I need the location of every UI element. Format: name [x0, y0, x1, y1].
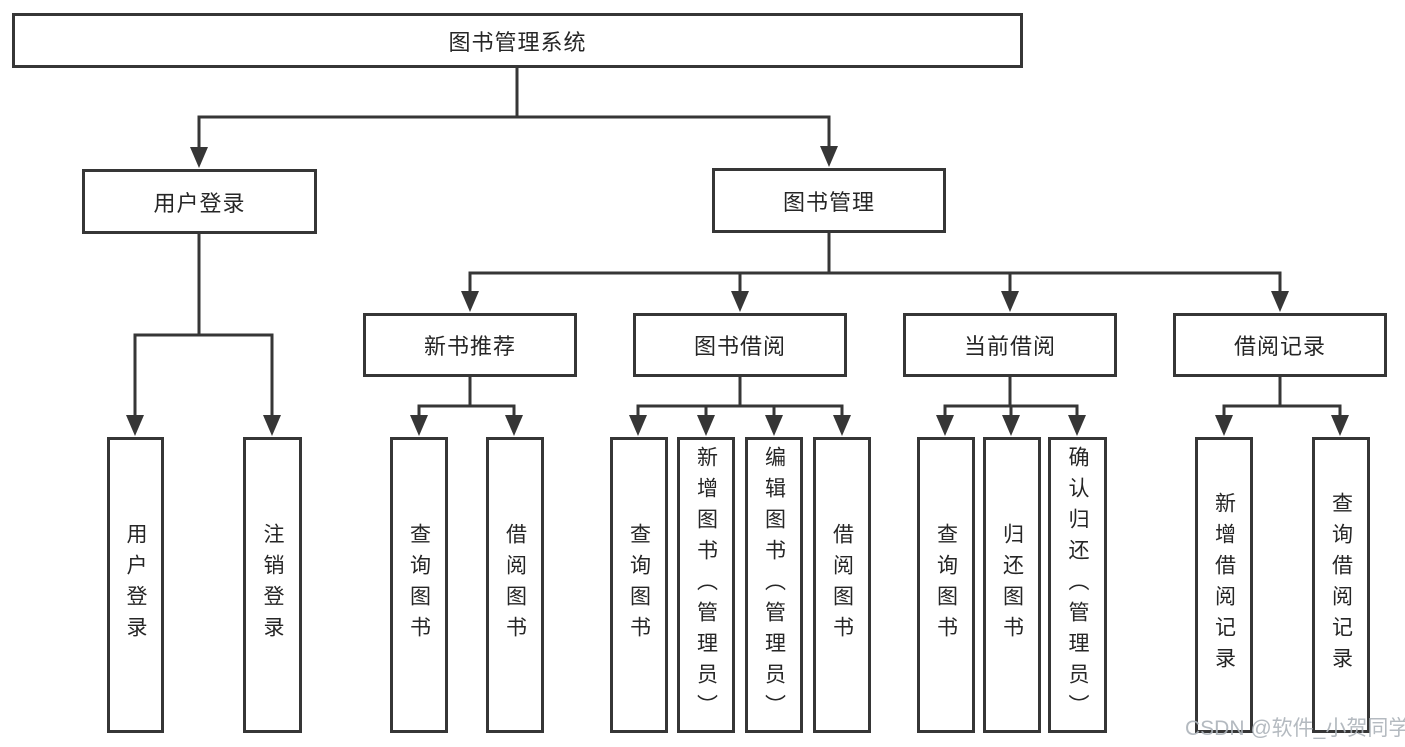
node-leaf-query-books-3-label: 查询图书	[934, 523, 958, 647]
node-new-book-recommend-label: 新书推荐	[423, 334, 516, 359]
node-book-borrowing: 图书借阅	[633, 313, 847, 377]
node-user-login: 用户登录	[82, 169, 317, 234]
node-leaf-return-books: 归还图书	[983, 437, 1041, 733]
node-leaf-borrow-books-2-label: 借阅图书	[830, 523, 854, 647]
node-book-management: 图书管理	[712, 168, 946, 233]
node-leaf-logout-label: 注销登录	[261, 523, 284, 647]
node-leaf-add-borrow-record: 新增借阅记录	[1195, 437, 1253, 733]
node-leaf-borrow-books-1: 借阅图书	[486, 437, 544, 733]
node-new-book-recommend: 新书推荐	[363, 313, 577, 377]
node-library-system: 图书管理系统	[12, 13, 1023, 68]
node-leaf-query-books-3: 查询图书	[917, 437, 975, 733]
node-leaf-logout: 注销登录	[243, 437, 302, 733]
node-leaf-borrow-books-2: 借阅图书	[813, 437, 871, 733]
node-leaf-edit-books-admin: 编辑图书（管理员）	[745, 437, 803, 733]
node-leaf-return-books-label: 归还图书	[1000, 523, 1024, 647]
node-borrowing-records: 借阅记录	[1173, 313, 1387, 377]
node-leaf-user-login: 用户登录	[107, 437, 164, 733]
node-current-borrowing-label: 当前借阅	[963, 334, 1056, 359]
node-leaf-add-books-admin-label: 新增图书（管理员）	[694, 445, 718, 725]
node-library-system-label: 图书管理系统	[448, 29, 587, 55]
node-leaf-confirm-return-admin-label: 确认归还（管理员）	[1066, 445, 1089, 725]
node-book-borrowing-label: 图书借阅	[693, 334, 786, 359]
node-leaf-borrow-books-1-label: 借阅图书	[503, 523, 527, 647]
node-leaf-query-books-1-label: 查询图书	[407, 523, 431, 647]
node-current-borrowing: 当前借阅	[903, 313, 1117, 377]
node-leaf-query-borrow-record-label: 查询借阅记录	[1329, 492, 1353, 678]
node-user-login-label: 用户登录	[153, 190, 246, 216]
node-leaf-query-books-2-label: 查询图书	[627, 523, 651, 647]
node-leaf-add-borrow-record-label: 新增借阅记录	[1212, 492, 1236, 678]
node-book-management-label: 图书管理	[782, 189, 875, 215]
node-leaf-query-books-2: 查询图书	[610, 437, 668, 733]
node-leaf-query-books-1: 查询图书	[390, 437, 448, 733]
node-leaf-query-borrow-record: 查询借阅记录	[1312, 437, 1370, 733]
node-leaf-add-books-admin: 新增图书（管理员）	[677, 437, 735, 733]
watermark: CSDN @软件_小贺同学	[1185, 717, 1405, 740]
node-leaf-edit-books-admin-label: 编辑图书（管理员）	[762, 445, 786, 725]
node-leaf-confirm-return-admin: 确认归还（管理员）	[1048, 437, 1107, 733]
node-leaf-user-login-label: 用户登录	[124, 523, 147, 647]
node-borrowing-records-label: 借阅记录	[1233, 334, 1326, 359]
